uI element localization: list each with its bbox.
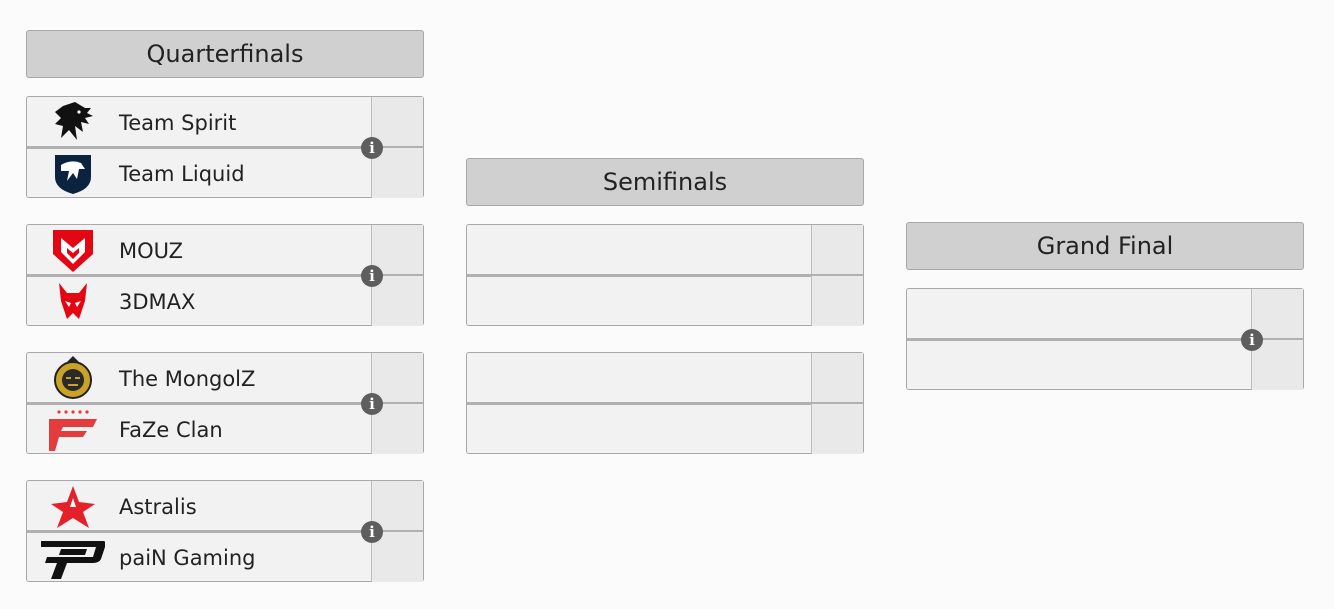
score-cell — [811, 276, 863, 326]
astralis-logo — [51, 486, 95, 528]
match-slot-team1[interactable] — [907, 289, 1303, 339]
score-cell — [811, 404, 863, 454]
team-spirit-logo — [55, 102, 93, 140]
pain-gaming-logo — [41, 541, 105, 579]
score-cell — [1251, 289, 1303, 339]
match-slot-team2[interactable] — [467, 404, 863, 454]
match-slot-team2[interactable]: 3DMAX — [27, 276, 423, 326]
quarterfinals-header: Quarterfinals — [26, 30, 424, 78]
3dmax-logo — [59, 283, 87, 319]
match-slot-team1[interactable]: The MongolZ — [27, 353, 423, 403]
team-liquid-logo — [55, 155, 91, 194]
team-name: Astralis — [119, 495, 197, 519]
match-info-icon[interactable]: i — [361, 137, 383, 159]
score-cell — [371, 148, 423, 198]
grand-final-match[interactable]: i — [906, 288, 1304, 390]
match-info-icon[interactable]: i — [361, 393, 383, 415]
team-name: 3DMAX — [119, 290, 196, 314]
team-name: paiN Gaming — [119, 546, 256, 570]
mouz-logo — [53, 230, 93, 272]
score-cell — [811, 225, 863, 275]
match-slot-team2[interactable] — [907, 340, 1303, 390]
match-slot-team1[interactable] — [467, 225, 863, 275]
slot-divider — [467, 274, 863, 277]
semifinal-match-2[interactable] — [466, 352, 864, 454]
match-slot-team1[interactable]: Team Spirit — [27, 97, 423, 147]
team-name: FaZe Clan — [119, 418, 223, 442]
score-cell — [371, 532, 423, 582]
team-name: The MongolZ — [119, 367, 256, 391]
quarterfinal-match-2[interactable]: MOUZ 3DMAX i — [26, 224, 424, 326]
score-cell — [811, 353, 863, 403]
score-cell — [371, 481, 423, 531]
match-info-icon[interactable]: i — [361, 521, 383, 543]
semifinals-header: Semifinals — [466, 158, 864, 206]
quarterfinal-match-1[interactable]: Team Spirit Team Liquid i — [26, 96, 424, 198]
match-slot-team2[interactable]: Team Liquid — [27, 148, 423, 198]
score-cell — [371, 225, 423, 275]
the-mongolz-logo — [54, 356, 92, 399]
faze-clan-logo — [49, 410, 97, 451]
score-cell — [371, 276, 423, 326]
score-cell — [1251, 340, 1303, 390]
slot-divider — [27, 530, 423, 533]
quarterfinal-match-3[interactable]: The MongolZ FaZe Clan i — [26, 352, 424, 454]
slot-divider — [907, 338, 1303, 341]
match-info-icon[interactable]: i — [1241, 329, 1263, 351]
match-slot-team1[interactable] — [467, 353, 863, 403]
score-cell — [371, 404, 423, 454]
team-name: Team Liquid — [119, 162, 245, 186]
slot-divider — [467, 402, 863, 405]
match-info-icon[interactable]: i — [361, 265, 383, 287]
match-slot-team2[interactable] — [467, 276, 863, 326]
match-slot-team1[interactable]: Astralis — [27, 481, 423, 531]
grand-final-header: Grand Final — [906, 222, 1304, 270]
score-cell — [371, 97, 423, 147]
slot-divider — [27, 274, 423, 277]
team-name: Team Spirit — [119, 111, 237, 135]
slot-divider — [27, 402, 423, 405]
semifinal-match-1[interactable] — [466, 224, 864, 326]
score-cell — [371, 353, 423, 403]
slot-divider — [27, 146, 423, 149]
match-slot-team2[interactable]: FaZe Clan — [27, 404, 423, 454]
match-slot-team1[interactable]: MOUZ — [27, 225, 423, 275]
match-slot-team2[interactable]: paiN Gaming — [27, 532, 423, 582]
quarterfinal-match-4[interactable]: Astralis paiN Gaming i — [26, 480, 424, 582]
team-name: MOUZ — [119, 239, 184, 263]
